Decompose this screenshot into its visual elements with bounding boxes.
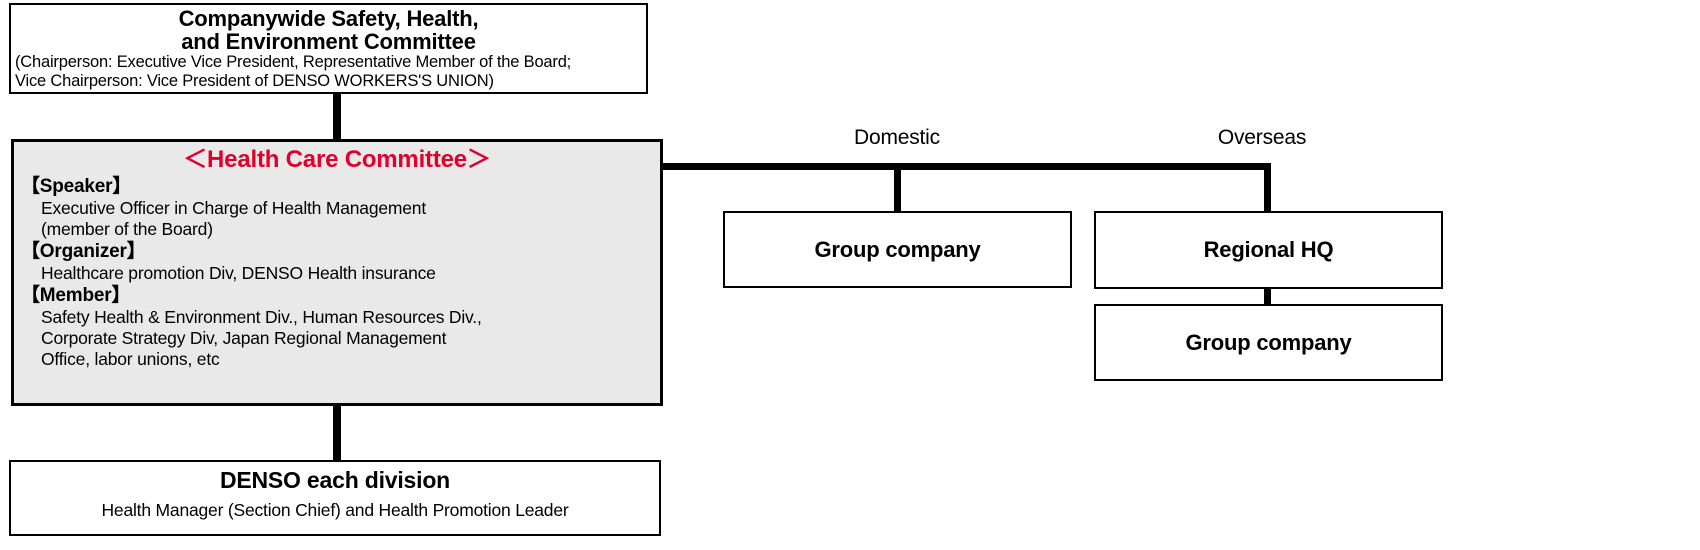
health-care-committee-box: ＜Health Care Committee＞ 【Speaker】 Execut…: [11, 139, 663, 406]
organizer-line: Healthcare promotion Div, DENSO Health i…: [41, 263, 436, 283]
connector-regionalhq-to-groupcompany: [1264, 288, 1271, 305]
connector-top-to-healthcare: [333, 94, 341, 141]
member-line: Safety Health & Environment Div., Human …: [41, 307, 482, 327]
overseas-group-company-label: Group company: [1185, 329, 1352, 355]
domestic-branch-label: Domestic: [854, 126, 940, 149]
health-care-committee-title: ＜Health Care Committee＞: [183, 146, 491, 173]
member-line: Office, labor unions, etc: [41, 349, 220, 369]
speaker-section-header: 【Speaker】: [21, 176, 132, 197]
organizer-section-header: 【Organizer】: [21, 241, 146, 262]
denso-division-subtitle: Health Manager (Section Chief) and Healt…: [101, 500, 569, 520]
connector-overseas-drop: [1264, 163, 1271, 212]
speaker-line: (member of the Board): [41, 219, 213, 239]
member-section-header: 【Member】: [21, 285, 131, 306]
overseas-regional-hq-box: Regional HQ: [1094, 211, 1443, 289]
member-line: Corporate Strategy Div, Japan Regional M…: [41, 328, 447, 348]
vice-chairperson-note: Vice Chairperson: Vice President of DENS…: [15, 71, 494, 90]
speaker-line: Executive Officer in Charge of Health Ma…: [41, 198, 427, 218]
denso-division-box: DENSO each division Health Manager (Sect…: [9, 460, 661, 536]
domestic-group-company-label: Group company: [814, 236, 981, 262]
companywide-committee-title-line1: Companywide Safety, Health,: [178, 6, 479, 31]
companywide-committee-box: Companywide Safety, Health, and Environm…: [9, 3, 648, 94]
connector-domestic-drop: [894, 166, 901, 212]
chairperson-note: (Chairperson: Executive Vice President, …: [15, 53, 572, 71]
denso-division-title: DENSO each division: [219, 467, 451, 493]
companywide-committee-title-line2: and Environment Committee: [181, 29, 476, 54]
connector-horizontal-branches: [661, 163, 1271, 170]
connector-healthcare-to-division: [333, 404, 341, 462]
overseas-branch-label: Overseas: [1217, 126, 1307, 149]
overseas-group-company-box: Group company: [1094, 304, 1443, 381]
domestic-group-company-box: Group company: [723, 211, 1072, 288]
overseas-regional-hq-label: Regional HQ: [1203, 237, 1334, 262]
